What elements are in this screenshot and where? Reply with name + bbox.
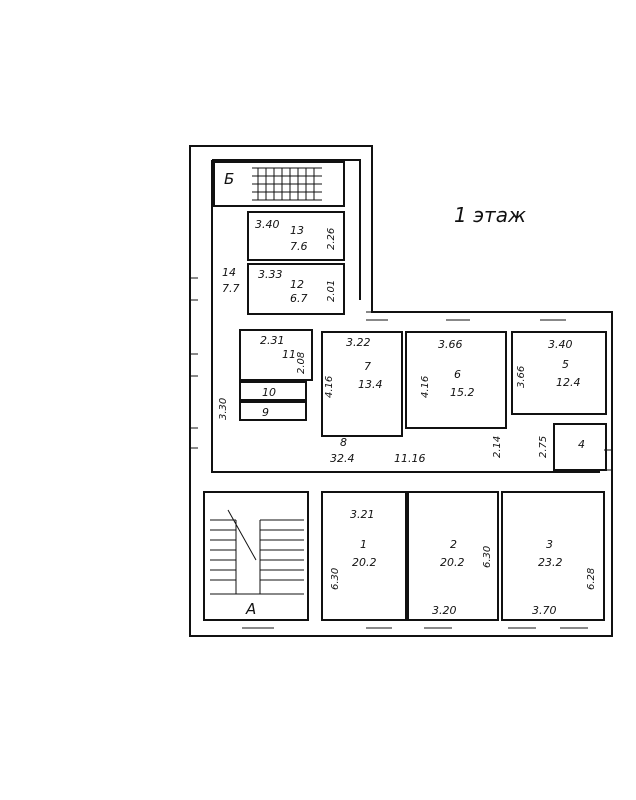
dim-r11-width: 2.31 [260, 334, 285, 347]
room-5-outline [511, 331, 607, 415]
room-4-outline [553, 423, 607, 471]
dim-r13-width: 3.40 [255, 218, 280, 231]
stair-a-label: А [245, 600, 256, 618]
room-8-area: 32.4 [330, 452, 355, 465]
dim-r12-depth: 2.01 [326, 280, 337, 302]
room-9-outline [239, 401, 307, 421]
room-11-outline [239, 329, 313, 381]
room-11-number: 11 [282, 348, 296, 361]
dim-r12-width: 3.33 [258, 268, 283, 281]
dim-r6-width: 3.66 [438, 338, 463, 351]
dim-r1-depth: 6.30 [330, 568, 341, 590]
room-6-area: 15.2 [450, 386, 475, 399]
stair-b-label: Б [224, 170, 234, 188]
dim-r2-width: 3.20 [432, 604, 457, 617]
dim-corridor-depth: 3.30 [218, 398, 229, 420]
room-14-area: 7.7 [222, 282, 240, 295]
room-5-number: 5 [562, 358, 569, 371]
outer-wall [189, 145, 613, 637]
room-7-number: 7 [364, 360, 371, 373]
stair-a-steps [210, 509, 304, 595]
room-6-number: 6 [454, 368, 461, 381]
inner-wall [211, 159, 600, 473]
dim-r5-depth: 3.66 [516, 366, 527, 388]
dim-r13-depth: 2.26 [326, 228, 337, 250]
room-11-area: 2.08 [296, 352, 307, 374]
room-6-outline [405, 331, 507, 429]
room-3-number: 3 [546, 538, 553, 551]
dim-r1-width: 3.21 [350, 508, 375, 521]
dim-r6-depth: 4.16 [420, 376, 431, 398]
room-8-number: 8 [340, 436, 347, 449]
room-2-number: 2 [450, 538, 457, 551]
room-14-number: 14 [222, 266, 236, 279]
dim-r4-depth: 2.75 [538, 436, 549, 458]
room-9-number: 9 [262, 406, 269, 419]
dim-r2-depth: 6.30 [482, 546, 493, 568]
room-3-outline [501, 491, 605, 621]
floor-title: 1 этаж [454, 203, 526, 227]
room-1-outline [321, 491, 407, 621]
dim-r7-width: 3.22 [346, 336, 371, 349]
room-3-area: 23.2 [538, 556, 563, 569]
room-5-area: 12.4 [556, 376, 581, 389]
dim-r5-width: 3.40 [548, 338, 573, 351]
room-12-outline [247, 263, 345, 315]
room-10-outline [239, 381, 307, 401]
dim-r3-depth: 6.28 [586, 568, 597, 590]
dim-corridor-length: 11.16 [394, 452, 426, 465]
room-12-number: 12 [290, 278, 304, 291]
room-1-number: 1 [360, 538, 367, 551]
room-7-outline [321, 331, 403, 437]
dim-r7-depth: 4.16 [324, 376, 335, 398]
room-2-area: 20.2 [440, 556, 465, 569]
stair-a-outline [203, 491, 309, 621]
windows [190, 277, 612, 629]
room-2-outline [407, 491, 499, 621]
room-13-outline [247, 211, 345, 261]
room-13-number: 13 [290, 224, 304, 237]
room-10-number: 10 [262, 386, 276, 399]
dim-r3-width: 3.70 [532, 604, 557, 617]
stair-b-steps [252, 167, 322, 201]
room-4-number: 4 [578, 438, 585, 451]
dim-corridor-step: 2.14 [492, 436, 503, 458]
room-1-area: 20.2 [352, 556, 377, 569]
room-7-area: 13.4 [358, 378, 383, 391]
stair-b-outline [213, 161, 345, 207]
room-12-area: 6.7 [290, 292, 308, 305]
room-13-area: 7.6 [290, 240, 308, 253]
